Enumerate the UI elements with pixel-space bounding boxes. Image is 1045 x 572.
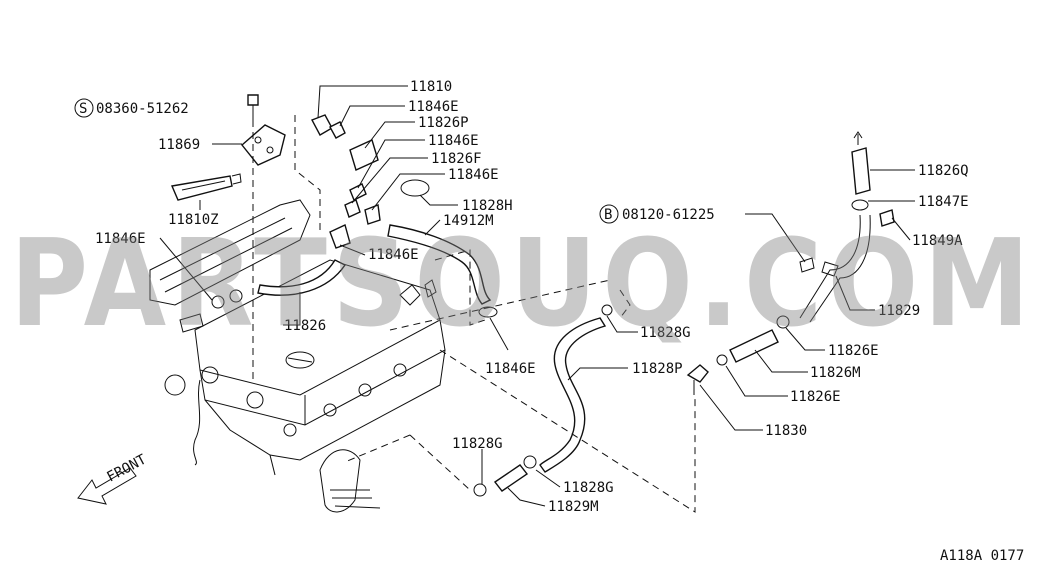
dashed-guides (294, 115, 696, 513)
part-label-11849a[interactable]: 11849A (912, 233, 963, 249)
leader-lines (159, 85, 915, 507)
front-arrow (77, 467, 137, 505)
engine-block-drawing (149, 199, 446, 513)
part-label-11826m[interactable]: 11826M (810, 365, 861, 381)
hose-11828p-drawing (473, 304, 613, 497)
part-label-11828g[interactable]: 11828G (563, 480, 614, 496)
watermark: PARTSOUQ.COM (10, 215, 1035, 354)
part-label-11846e[interactable]: 11846E (428, 133, 479, 149)
part-label-11829[interactable]: 11829 (878, 303, 920, 319)
part-label-11869[interactable]: 11869 (158, 137, 200, 153)
pipe-11810z-drawing (171, 173, 242, 201)
std-symbol-s: S (79, 101, 87, 117)
std-symbol-b: B (604, 207, 612, 223)
std-symbol-s-circle (74, 98, 94, 118)
part-label-11846e[interactable]: 11846E (408, 99, 459, 115)
part-label-11846e[interactable]: 11846E (95, 231, 146, 247)
part-label-11810z[interactable]: 11810Z (168, 212, 219, 228)
part-label-11810[interactable]: 11810 (410, 79, 452, 95)
part-label-14912m[interactable]: 14912M (443, 213, 494, 229)
figure-code: A118A 0177 (940, 548, 1024, 564)
part-label-11826f[interactable]: 11826F (431, 151, 482, 167)
std-symbol-b-circle (599, 204, 619, 224)
part-label-11846e[interactable]: 11846E (485, 361, 536, 377)
part-label-11826p[interactable]: 11826P (418, 115, 469, 131)
part-label-11828g[interactable]: 11828G (640, 325, 691, 341)
part-label-11826[interactable]: 11826 (284, 318, 326, 334)
part-label-11828h[interactable]: 11828H (462, 198, 513, 214)
part-label-11826e[interactable]: 11826E (828, 343, 879, 359)
part-label-11829m[interactable]: 11829M (548, 499, 599, 515)
part-labels: 11810 11846E 11826P 11846E 11869 11826F … (95, 79, 969, 515)
pcv-upper-drawing (179, 114, 381, 333)
std-part-s-number[interactable]: 08360-51262 (96, 101, 189, 117)
pipe-11829-drawing (686, 131, 895, 395)
part-label-11830[interactable]: 11830 (765, 423, 807, 439)
front-label: FRONT (104, 451, 149, 485)
part-label-11846e[interactable]: 11846E (368, 247, 419, 263)
bracket-11869-drawing (241, 94, 286, 380)
std-part-b-number[interactable]: 08120-61225 (622, 207, 715, 223)
part-label-11828g[interactable]: 11828G (452, 436, 503, 452)
part-label-11826e[interactable]: 11826E (790, 389, 841, 405)
part-label-11846e[interactable]: 11846E (448, 167, 499, 183)
part-label-11847e[interactable]: 11847E (918, 194, 969, 210)
part-label-11826q[interactable]: 11826Q (918, 163, 969, 179)
part-label-11828p[interactable]: 11828P (632, 361, 683, 377)
